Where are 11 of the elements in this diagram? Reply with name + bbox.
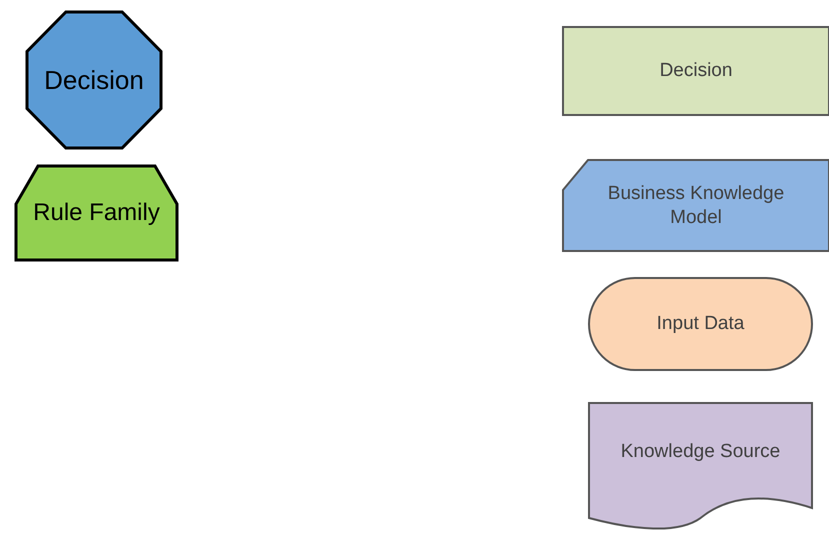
shape-label: Decision [660, 59, 732, 83]
input-data-stadium [589, 278, 812, 370]
knowledge-source-document [589, 403, 812, 530]
shape-label: Business Knowledge Model [606, 182, 786, 230]
rule-family-shape [16, 166, 177, 260]
shape-label: Decision [44, 64, 144, 96]
business-knowledge-model-shape [563, 160, 829, 251]
shape-label: Rule Family [33, 198, 160, 228]
decision-octagon [27, 12, 161, 148]
shape-label: Knowledge Source [620, 440, 780, 464]
shape-label: Input Data [656, 312, 744, 336]
